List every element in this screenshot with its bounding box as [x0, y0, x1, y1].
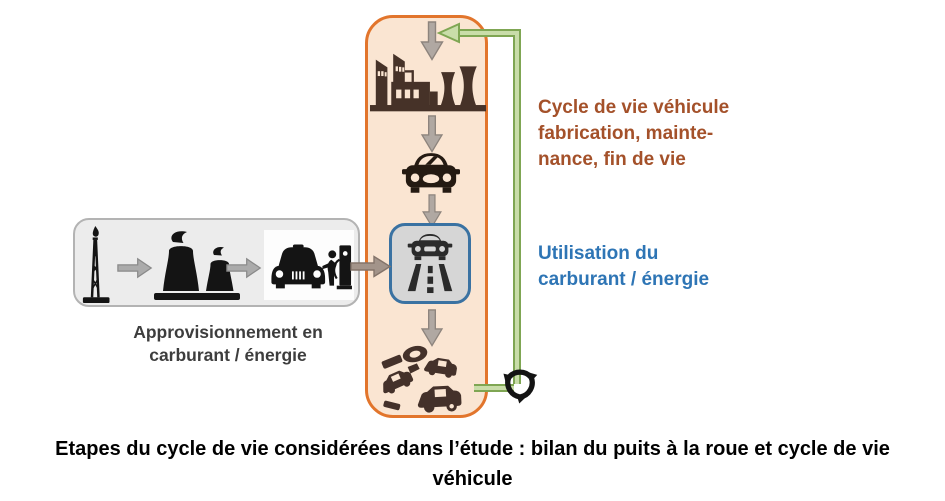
down-arrow-icon [420, 115, 444, 153]
supply-chain-label: Approvisionnement en carburant / énergie [78, 321, 378, 367]
fuel-use-line1: Utilisation du [538, 243, 659, 264]
fuel-use-box [389, 223, 471, 304]
down-arrow-icon [420, 309, 444, 347]
down-arrow-icon [422, 194, 442, 228]
oil-derrick-icon [82, 226, 110, 303]
vehicle-lifecycle-line1: Cycle de vie véhicule [538, 97, 730, 118]
car-icon [402, 153, 460, 193]
fuel-use-line2: carburant / énergie [538, 269, 710, 290]
down-arrow-icon [420, 21, 444, 61]
scrap-pile-icon [381, 345, 462, 413]
recycle-icon [503, 369, 538, 404]
caption-line2: véhicule [432, 468, 513, 490]
supply-chain-label-line2: carburant / énergie [149, 345, 307, 365]
right-arrow-icon [226, 257, 262, 279]
car-on-road-icon [407, 233, 453, 294]
car-refueling-icon [271, 244, 352, 290]
factory-icon [370, 53, 486, 112]
figure-caption: Etapes du cycle de vie considérées dans … [0, 434, 945, 494]
vehicle-lifecycle-line3: nance, fin de vie [538, 149, 686, 170]
right-arrow-icon [350, 255, 392, 278]
supply-chain-box [73, 218, 360, 307]
vehicle-lifecycle-label: Cycle de vie véhicule fabrication, maint… [538, 95, 778, 173]
right-arrow-icon [117, 257, 153, 279]
vehicle-lifecycle-line2: fabrication, mainte- [538, 123, 714, 144]
fuel-use-label: Utilisation du carburant / énergie [538, 241, 778, 293]
vehicle-cycle-box [365, 15, 488, 418]
caption-line1: Etapes du cycle de vie considérées dans … [55, 438, 890, 460]
supply-chain-label-line1: Approvisionnement en [133, 322, 323, 342]
